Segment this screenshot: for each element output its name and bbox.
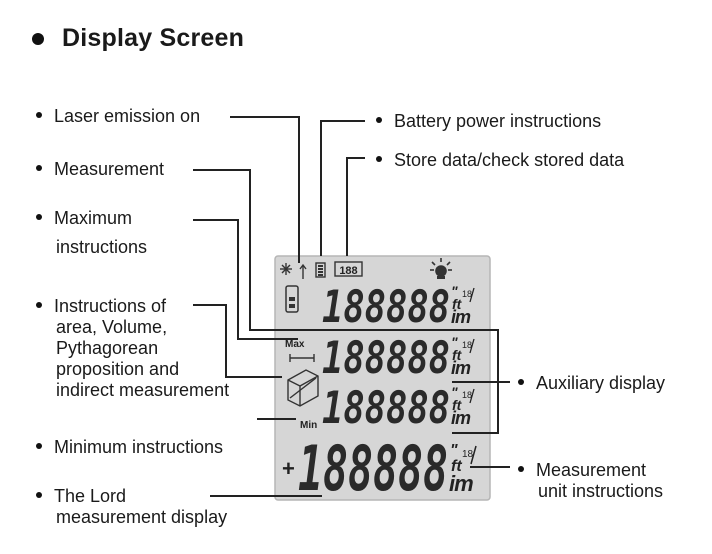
svg-text:": " — [451, 384, 458, 400]
leader-store — [346, 157, 365, 256]
bullet-icon — [32, 32, 44, 45]
length-icon — [289, 354, 315, 362]
digits-auxiliary-1: 188888 — [322, 333, 450, 384]
bullet-icon — [518, 466, 524, 473]
bullet-icon — [36, 302, 42, 309]
svg-text:im: im — [451, 408, 471, 428]
digit-row-main: 188888 " 18 ft im — [298, 432, 477, 505]
label-store: Store data/check stored data — [376, 150, 624, 171]
bullet-icon — [376, 117, 382, 124]
plus-sign: + — [282, 456, 295, 481]
leader-area — [193, 304, 282, 378]
label-maximum-2: instructions — [56, 237, 148, 257]
svg-text:18: 18 — [462, 289, 472, 299]
heading: Display Screen — [32, 24, 244, 53]
svg-text:ft: ft — [451, 458, 462, 475]
page-title: Display Screen — [62, 24, 245, 52]
backlight-icon — [430, 258, 452, 279]
svg-text:18: 18 — [462, 390, 472, 400]
label-unit: Measurement — [518, 460, 646, 481]
digits-main: 188888 — [298, 432, 448, 505]
digit-row-1: 188888 " 18 ft im — [322, 282, 475, 333]
bullet-icon — [36, 165, 42, 172]
bullet-icon — [36, 492, 42, 499]
digit-row-3: 188888 " 18 ft im — [322, 383, 475, 434]
bullet-icon — [36, 443, 42, 450]
leader-measurement — [193, 169, 322, 331]
bullet-icon — [36, 214, 42, 221]
svg-text:": " — [450, 442, 458, 459]
label-maximum: Maximum — [36, 208, 132, 229]
svg-text:18: 18 — [462, 340, 472, 350]
label-area-2: area, Volume, — [56, 317, 168, 337]
min-indicator: Min — [300, 420, 317, 431]
label-lord-2: measurement display — [56, 507, 228, 527]
label-lord: The Lord — [36, 486, 126, 507]
label-unit-2: unit instructions — [538, 481, 664, 501]
svg-text:188: 188 — [339, 265, 357, 277]
label-battery: Battery power instructions — [376, 111, 601, 132]
bullet-icon — [518, 379, 524, 386]
store-icon: 188 — [334, 261, 363, 277]
svg-text:": " — [451, 283, 458, 299]
svg-text:ft: ft — [452, 397, 463, 413]
digits-auxiliary-2: 188888 — [322, 383, 450, 434]
battery-icon — [315, 262, 326, 278]
bullet-icon — [376, 156, 382, 163]
label-area: Instructions of — [36, 296, 166, 317]
label-area-4: proposition and — [56, 359, 180, 379]
label-minimum: Minimum instructions — [36, 437, 223, 458]
leader-battery — [320, 120, 365, 256]
laser-icon — [280, 263, 307, 279]
svg-text:im: im — [451, 307, 471, 327]
leader-maximum — [193, 219, 298, 340]
label-area-3: Pythagorean — [56, 338, 159, 358]
svg-text:ft: ft — [452, 296, 463, 312]
label-area-5: indirect measurement — [56, 380, 230, 400]
digit-row-2: 188888 " 18 ft im — [322, 333, 475, 384]
label-auxiliary: Auxiliary display — [518, 373, 665, 394]
max-indicator: Max — [285, 339, 305, 350]
svg-text:": " — [451, 334, 458, 350]
svg-text:im: im — [451, 358, 471, 378]
leader-laser — [230, 116, 300, 263]
volume-icon — [287, 369, 319, 407]
digits-measurement: 188888 — [322, 282, 450, 333]
svg-text:ft: ft — [452, 347, 463, 363]
leader-lines — [193, 116, 510, 497]
label-laser: Laser emission on — [36, 106, 200, 127]
svg-text:18: 18 — [462, 449, 474, 460]
bullet-icon — [36, 112, 42, 119]
device-mode-icon — [285, 285, 299, 313]
label-measurement: Measurement — [36, 159, 164, 180]
svg-text:im: im — [449, 471, 473, 496]
